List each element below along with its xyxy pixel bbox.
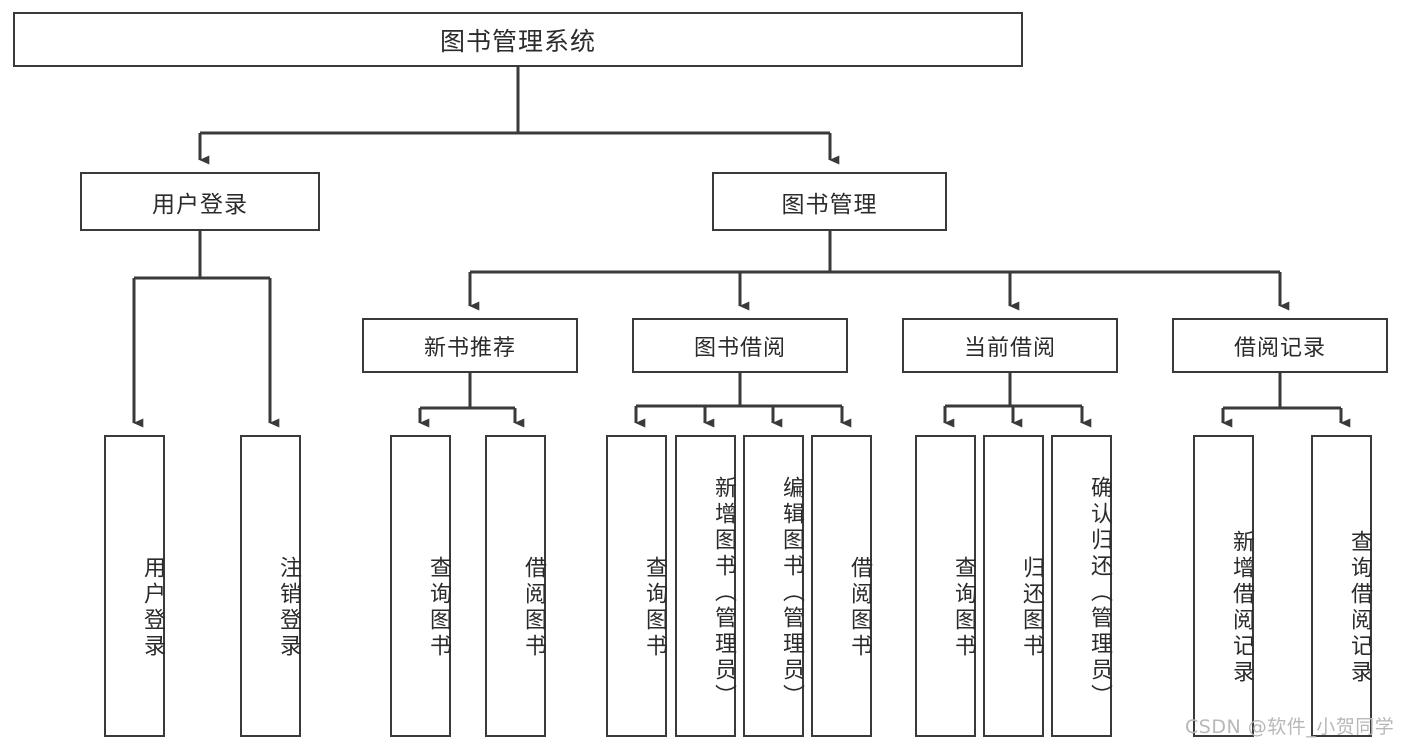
node-book-borrow[interactable]: 图书借阅 [632, 318, 848, 373]
leaf-add-borrow-record[interactable]: 新增借阅记录 [1193, 435, 1254, 737]
leaf-borrow-book-recommend[interactable]: 借阅图书 [485, 435, 546, 737]
leaf-query-book-borrow[interactable]: 查询图书 [606, 435, 667, 737]
leaf-return-book[interactable]: 归还图书 [983, 435, 1044, 737]
node-book-manage[interactable]: 图书管理 [712, 172, 947, 231]
leaf-user-login[interactable]: 用户登录 [104, 435, 165, 737]
leaf-confirm-return-admin[interactable]: 确认归还（管理员） [1051, 435, 1112, 737]
node-user-login[interactable]: 用户登录 [80, 172, 320, 231]
node-root-system[interactable]: 图书管理系统 [13, 12, 1023, 67]
leaf-borrow-book[interactable]: 借阅图书 [811, 435, 872, 737]
leaf-add-book-admin[interactable]: 新增图书（管理员） [675, 435, 736, 737]
leaf-query-book-current[interactable]: 查询图书 [915, 435, 976, 737]
node-borrow-record[interactable]: 借阅记录 [1172, 318, 1388, 373]
node-current-borrow[interactable]: 当前借阅 [902, 318, 1118, 373]
leaf-query-borrow-record[interactable]: 查询借阅记录 [1311, 435, 1372, 737]
leaf-logout-login[interactable]: 注销登录 [240, 435, 301, 737]
leaf-query-book-recommend[interactable]: 查询图书 [390, 435, 451, 737]
node-new-book-recommend[interactable]: 新书推荐 [362, 318, 578, 373]
leaf-edit-book-admin[interactable]: 编辑图书（管理员） [743, 435, 804, 737]
